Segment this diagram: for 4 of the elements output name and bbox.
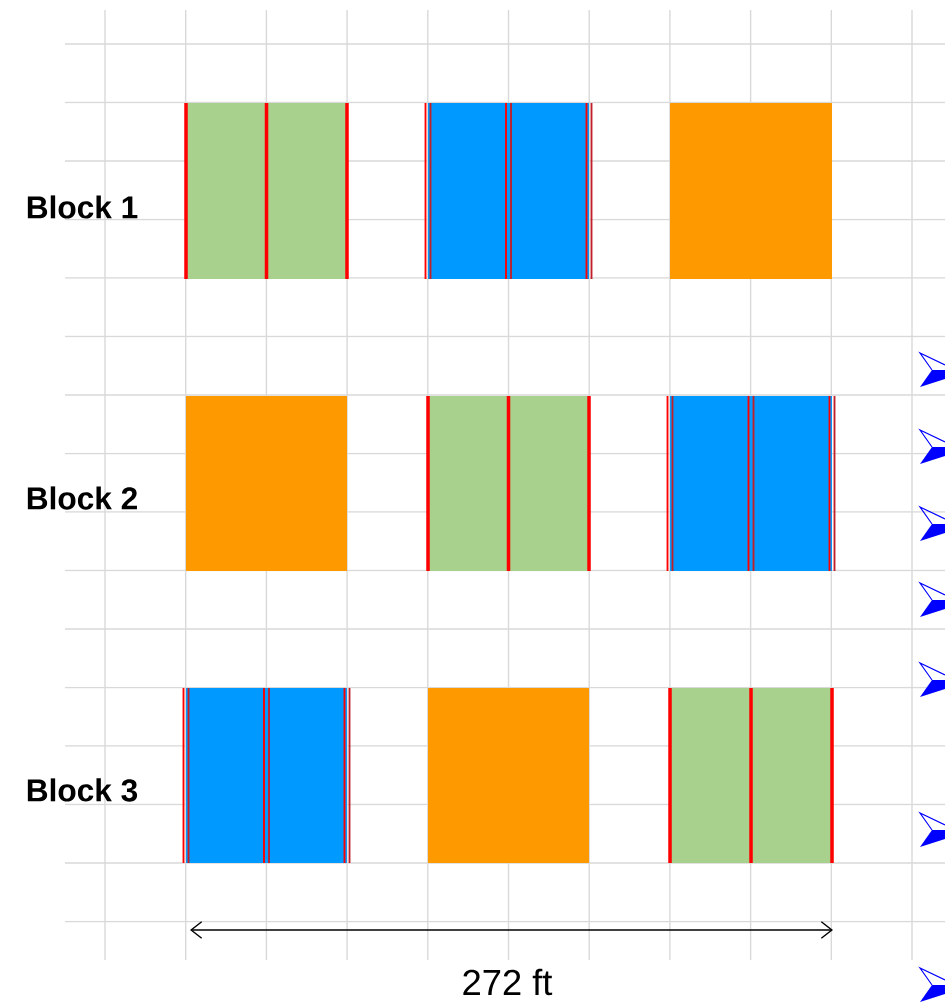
row-label: Block 1	[27, 195, 138, 219]
dimension-label: 272 ft	[463, 968, 553, 996]
row-label: Block 2	[27, 486, 137, 510]
row-label: Block 3	[27, 778, 138, 802]
